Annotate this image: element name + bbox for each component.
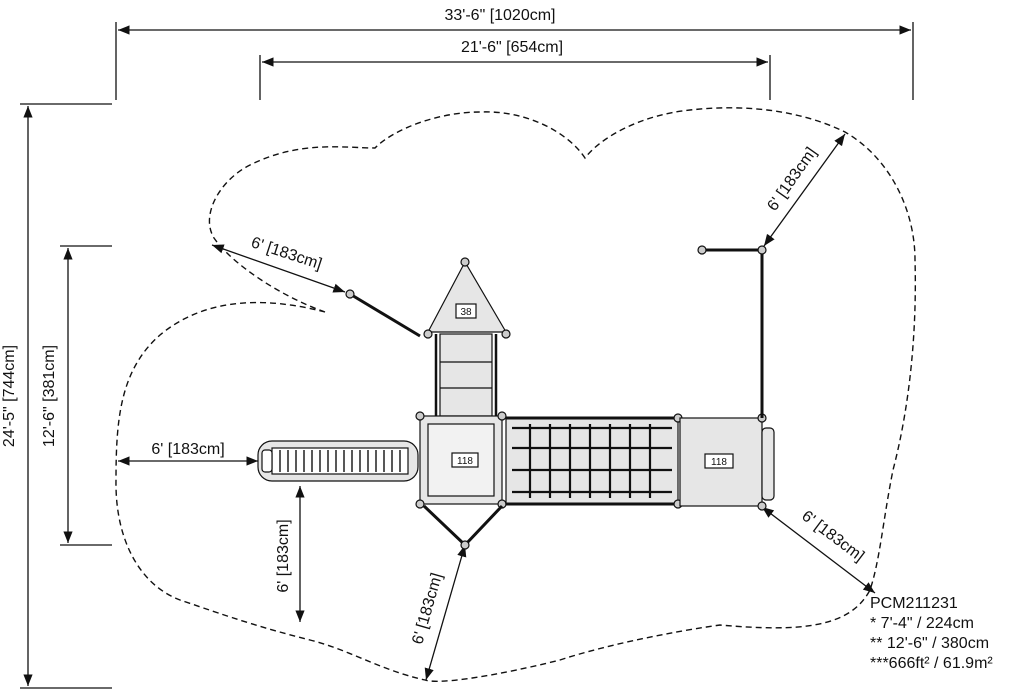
tower-roof — [427, 260, 508, 333]
overall-depth-label: 24'-5" [744cm] — [1, 345, 18, 447]
structure-width-label: 21'-6" [654cm] — [461, 39, 563, 56]
play-structure: 38 118 — [257, 245, 775, 550]
rail-post — [345, 289, 355, 299]
clearance-upper-left-label: 6' [183cm] — [249, 234, 324, 273]
structure-depth-label: 12'-6" [381cm] — [41, 345, 58, 447]
clearance-lower-right-label: 6' [183cm] — [798, 508, 867, 566]
clearance-upper-right-arrow — [763, 133, 846, 247]
overall-width-dimension — [115, 22, 914, 100]
structure-depth-dimension — [60, 245, 112, 546]
lower-entry — [422, 504, 504, 548]
model-number: PCM211231 — [870, 595, 958, 612]
spec-line-1: * 7'-4" / 224cm — [870, 615, 974, 632]
left-deck-number-box — [451, 452, 479, 468]
spec-block: PCM211231 * 7'-4" / 224cm ** 12'-6" / 38… — [870, 594, 1020, 674]
left-deck-number: 118 — [457, 456, 473, 467]
tower-number-box — [455, 303, 477, 319]
spec-line-2: ** 12'-6" / 380cm — [870, 635, 990, 652]
clearance-bottom-arrow — [424, 544, 467, 681]
right-deck-number-box — [704, 453, 734, 469]
overall-width-label: 33'-6" [1020cm] — [444, 7, 555, 24]
overall-depth-dimension — [20, 103, 112, 689]
clearance-bottom-label: 6' [183cm] — [409, 571, 446, 646]
use-zone-outline — [115, 107, 917, 682]
clearance-left-label: 6' [183cm] — [151, 441, 224, 458]
right-deck-number: 118 — [711, 457, 727, 468]
clearance-slide-bottom-label: 6' [183cm] — [275, 519, 292, 592]
spec-line-3: ***666ft² / 61.9m² — [870, 655, 993, 672]
tower-number: 38 — [460, 307, 472, 318]
clearance-lower-right-arrow — [761, 506, 876, 594]
structure-width-dimension — [259, 55, 771, 100]
tower-steps — [439, 333, 493, 417]
rail-upper-left — [349, 292, 421, 338]
clearance-upper-left-arrow — [211, 244, 346, 293]
